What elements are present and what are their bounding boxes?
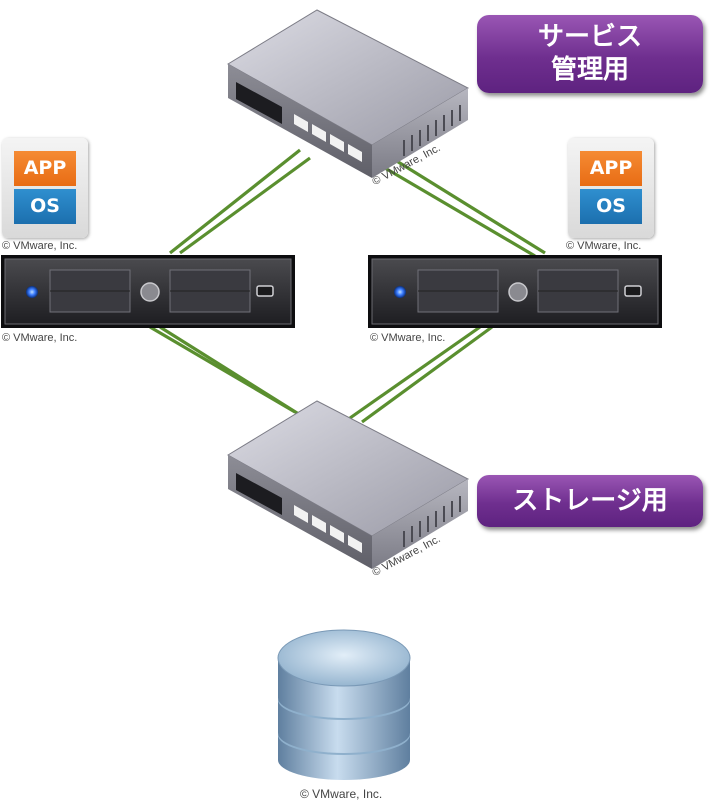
power-led-icon <box>394 286 406 298</box>
storage-label: ストレージ用 <box>477 475 703 527</box>
power-led-icon <box>26 286 38 298</box>
credit-right-tile: © VMware, Inc. <box>566 240 642 252</box>
usb-port-icon <box>256 285 274 297</box>
storage-label-text: ストレージ用 <box>512 485 668 516</box>
service-label-line2: 管理用 <box>550 55 629 85</box>
link-storage-right-a <box>349 325 481 420</box>
power-button-icon <box>140 282 160 302</box>
os-icon: OS <box>14 189 76 224</box>
app-icon: APP <box>14 151 76 186</box>
left-server-icon <box>1 255 295 328</box>
service-switch-icon <box>227 9 470 178</box>
credit-left-tile: © VMware, Inc. <box>2 240 78 252</box>
link-storage-right-b <box>361 325 493 424</box>
credit-right-server: © VMware, Inc. <box>370 332 446 344</box>
right-vm-tile: APP OS <box>568 138 654 238</box>
os-icon: OS <box>580 189 642 224</box>
right-server-icon <box>368 255 662 328</box>
link-service-left-a <box>169 148 301 255</box>
service-label-line1: サービス <box>537 22 642 52</box>
credit-left-server: © VMware, Inc. <box>2 332 78 344</box>
network-links <box>149 148 546 424</box>
database-icon <box>277 629 411 780</box>
link-service-right-b <box>384 166 536 258</box>
service-management-label: サービス 管理用 <box>477 15 703 93</box>
power-button-icon <box>508 282 528 302</box>
credit-database: © VMware, Inc. <box>300 787 383 801</box>
left-vm-tile: APP OS <box>2 138 88 238</box>
app-icon: APP <box>580 151 642 186</box>
link-storage-left-b <box>159 325 306 420</box>
link-service-right-a <box>394 158 546 255</box>
link-service-left-b <box>179 156 311 255</box>
storage-switch-icon <box>227 400 470 569</box>
usb-port-icon <box>624 285 642 297</box>
